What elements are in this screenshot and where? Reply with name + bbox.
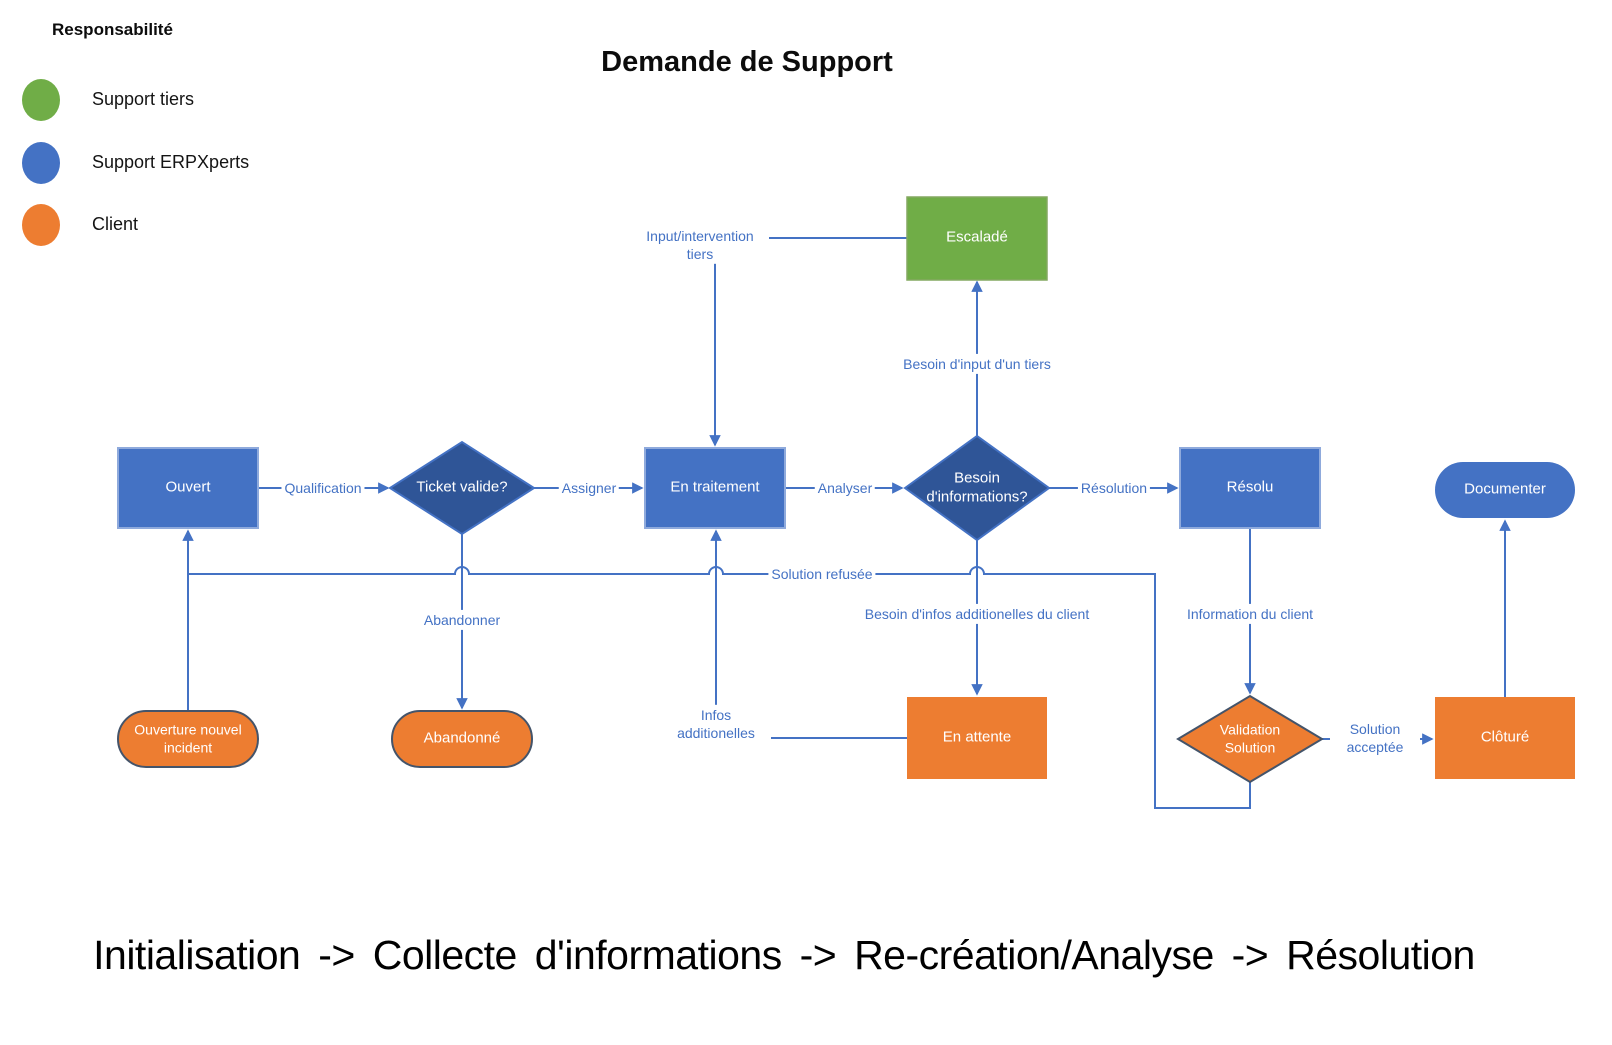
legend-label-support-tiers: Support tiers [92,89,195,109]
legend-swatch-support-erpxperts [22,142,60,184]
edge-label-abandonner: Abandonner [420,609,504,631]
node-validation-solution-shape [1176,694,1324,784]
legend-heading: Responsabilité [52,20,173,39]
phase-strip: Initialisation -> Collecte d'information… [93,932,1475,978]
node-besoin-informations-label: Besoin d'informations? [926,469,1028,505]
node-ouverture-nouvel-incident-label: Ouverture nouvel incident [134,721,242,756]
edge-label-information-client: Information du client [1183,603,1317,625]
legend-swatch-support-tiers [22,79,60,121]
node-en-traitement-label: En traitement [670,478,760,496]
node-ticket-valide-shape [388,440,536,536]
node-ticket-valide-label: Ticket valide? [416,478,508,496]
legend-label-client: Client [92,214,139,234]
node-resolu-shape [1179,447,1321,529]
edge-label-besoin-input-tiers: Besoin d'input d'un tiers [900,353,1054,375]
edge-label-infos-additionelles: Infos additionelles [661,704,771,744]
node-abandonne-shape [391,710,533,768]
node-resolu-label: Résolu [1226,478,1274,496]
edge-label-input-intervention-tiers: Input/intervention tiers [631,225,769,265]
edge-label-analyser: Analyser [814,477,876,499]
edge-label-resolution: Résolution [1077,477,1151,499]
node-abandonne-label: Abandonné [423,729,501,747]
edge-label-besoin-infos-client: Besoin d'infos additionelles du client [861,603,1093,625]
edge-label-solution-acceptee: Solution acceptée [1330,718,1420,758]
edge-label-qualification: Qualification [281,477,365,499]
node-besoin-informations-shape [903,434,1051,542]
node-ouvert-label: Ouvert [165,478,211,496]
node-ouverture-nouvel-incident-shape [117,710,259,768]
page-title: Demande de Support [601,46,893,78]
node-escalade-shape [906,196,1048,281]
node-documenter-shape [1435,462,1575,518]
node-documenter-label: Documenter [1464,480,1546,498]
node-en-attente-label: En attente [942,728,1012,746]
edge-label-solution-refusee: Solution refusée [768,563,876,585]
edge-label-assigner: Assigner [558,477,620,499]
node-en-traitement-shape [644,447,786,529]
legend-swatch-client [22,204,60,246]
node-cloture-label: Clôturé [1480,728,1530,746]
node-validation-solution-label: Validation Solution [1219,721,1281,756]
node-cloture-shape [1435,697,1575,779]
node-en-attente-shape [907,697,1047,779]
edge-input-intervention-tiers [709,237,907,447]
edge-solution-refusee [188,566,1251,809]
legend-label-support-erpxperts: Support ERPXperts [92,152,250,172]
node-escalade-label: Escaladé [946,228,1008,246]
node-ouvert-shape [117,447,259,529]
